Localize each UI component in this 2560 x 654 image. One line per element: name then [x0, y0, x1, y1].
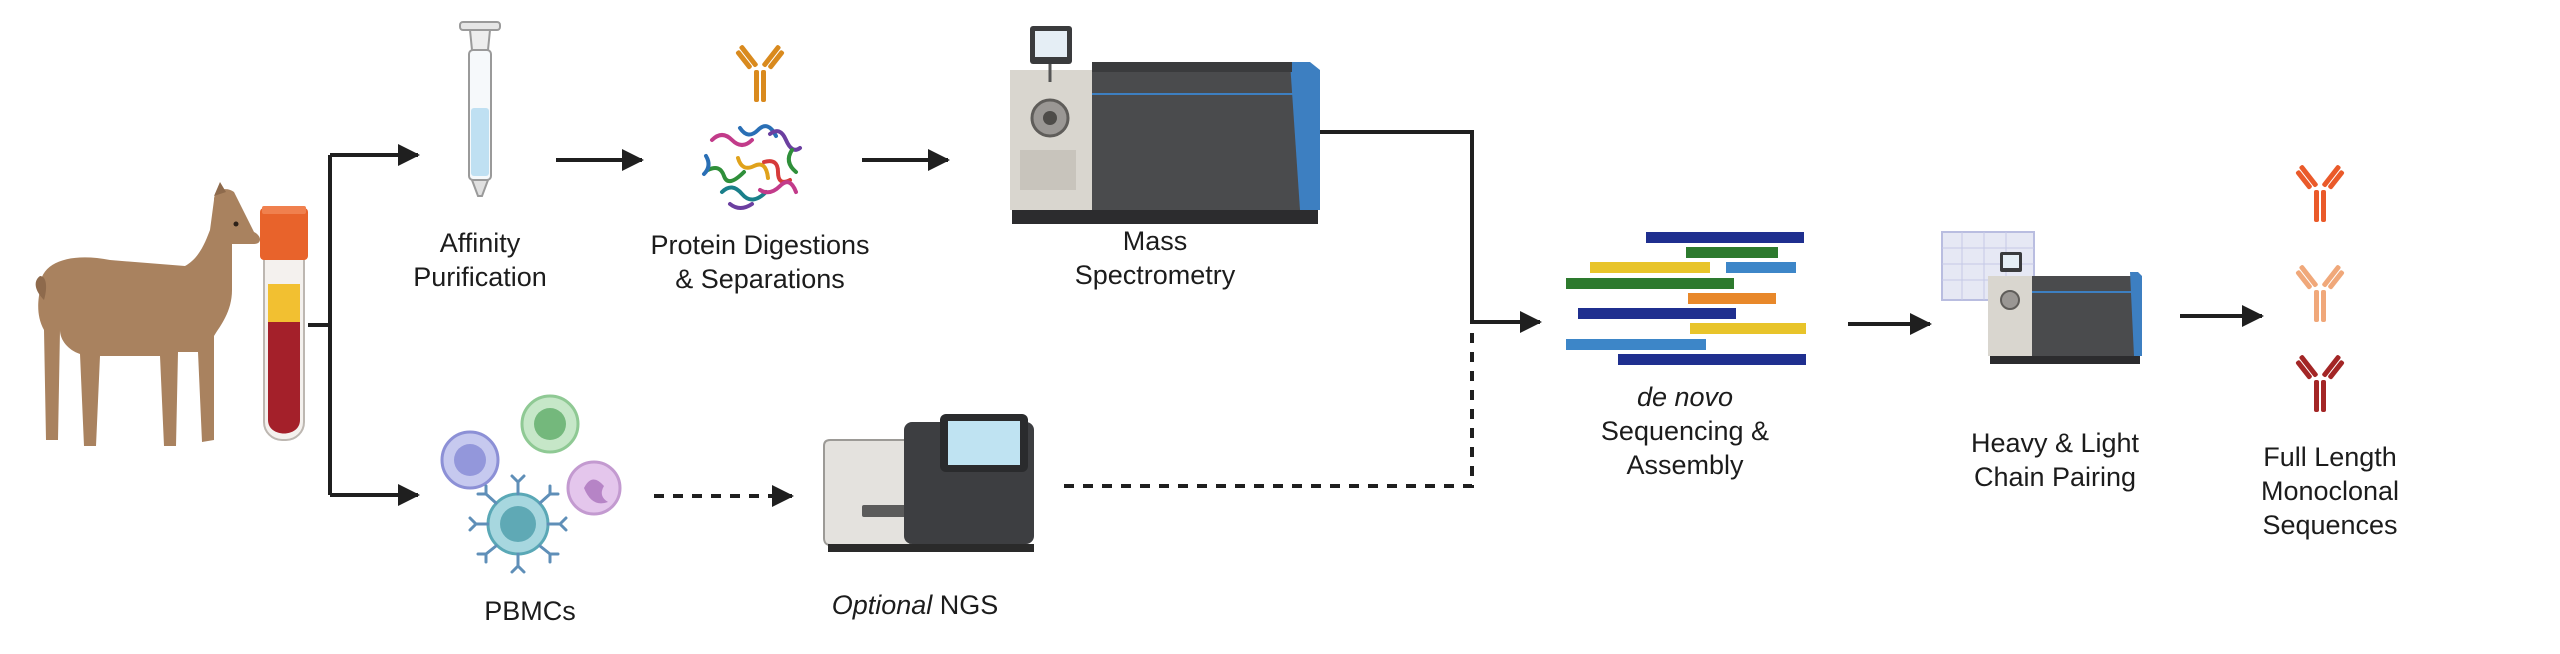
pbmc-cells-icon	[440, 394, 622, 574]
digestion-label: Protein Digestions& Separations	[650, 230, 870, 294]
arrow-to-denovo	[1320, 130, 1542, 333]
sequence-bars-icon	[1566, 232, 1806, 365]
peptides-icon	[702, 124, 802, 210]
affinity-column-icon	[459, 21, 501, 197]
antibody-dark-icon	[2295, 354, 2345, 412]
antibody-peach-icon	[2295, 264, 2345, 322]
ngs-sequencer-icon	[823, 414, 1034, 552]
blood-tube-icon	[260, 206, 308, 441]
pairing-instrument-icon	[1941, 231, 2142, 364]
antibody-icon	[735, 44, 785, 102]
pbmcs-label: PBMCs	[484, 596, 576, 626]
mass-spectrometer-icon	[1010, 26, 1320, 224]
llama-icon	[35, 182, 260, 447]
antibody-red-icon	[2295, 164, 2345, 222]
dashed-line-to-denovo	[1064, 324, 1474, 488]
ngs-label: Optional NGS	[831, 590, 999, 620]
